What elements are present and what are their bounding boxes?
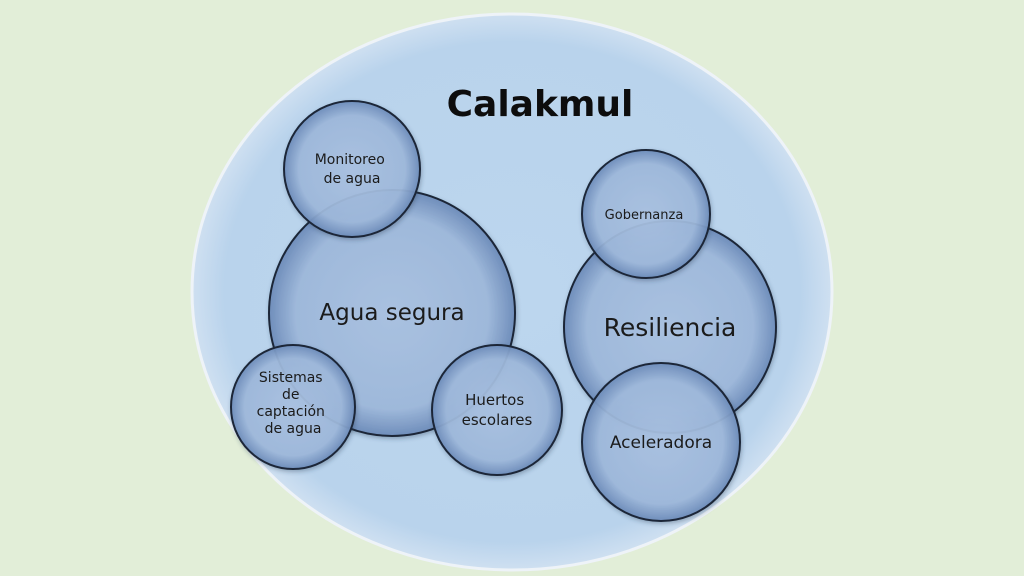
- circle-sistemas-de-captacion: [230, 344, 356, 470]
- label-resiliencia: Resiliencia: [604, 313, 737, 342]
- label-huertos-escolares: Huertos escolares: [462, 391, 533, 429]
- circle-huertos-escolares: [431, 344, 563, 476]
- label-huertos-line-2: escolares: [462, 411, 533, 429]
- label-sistemas-de-captacion: Sistemas de captación de agua: [257, 370, 330, 437]
- label-sistemas-line-2: de: [282, 387, 300, 403]
- circle-monitoreo-de-agua: [283, 100, 421, 238]
- label-monitoreo-line-2: de agua: [324, 171, 381, 187]
- group-agua-segura: Agua segura Monitoreo de agua Sistemas d…: [230, 100, 563, 476]
- label-sistemas-line-1: Sistemas: [259, 370, 323, 386]
- label-gobernanza: Gobernanza: [605, 208, 684, 223]
- label-aceleradora: Aceleradora: [610, 433, 712, 453]
- label-monitoreo-line-1: Monitoreo: [315, 152, 385, 168]
- circle-aceleradora: [581, 362, 741, 522]
- label-huertos-line-1: Huertos: [465, 391, 524, 409]
- circle-gobernanza: [581, 149, 711, 279]
- label-sistemas-line-4: de agua: [265, 421, 322, 437]
- group-resiliencia: Resiliencia Gobernanza Aceleradora: [563, 149, 777, 522]
- label-monitoreo-de-agua: Monitoreo de agua: [315, 152, 390, 187]
- diagram-title: Calakmul: [447, 84, 634, 125]
- label-agua-segura: Agua segura: [319, 300, 464, 326]
- label-sistemas-line-3: captación: [257, 404, 325, 420]
